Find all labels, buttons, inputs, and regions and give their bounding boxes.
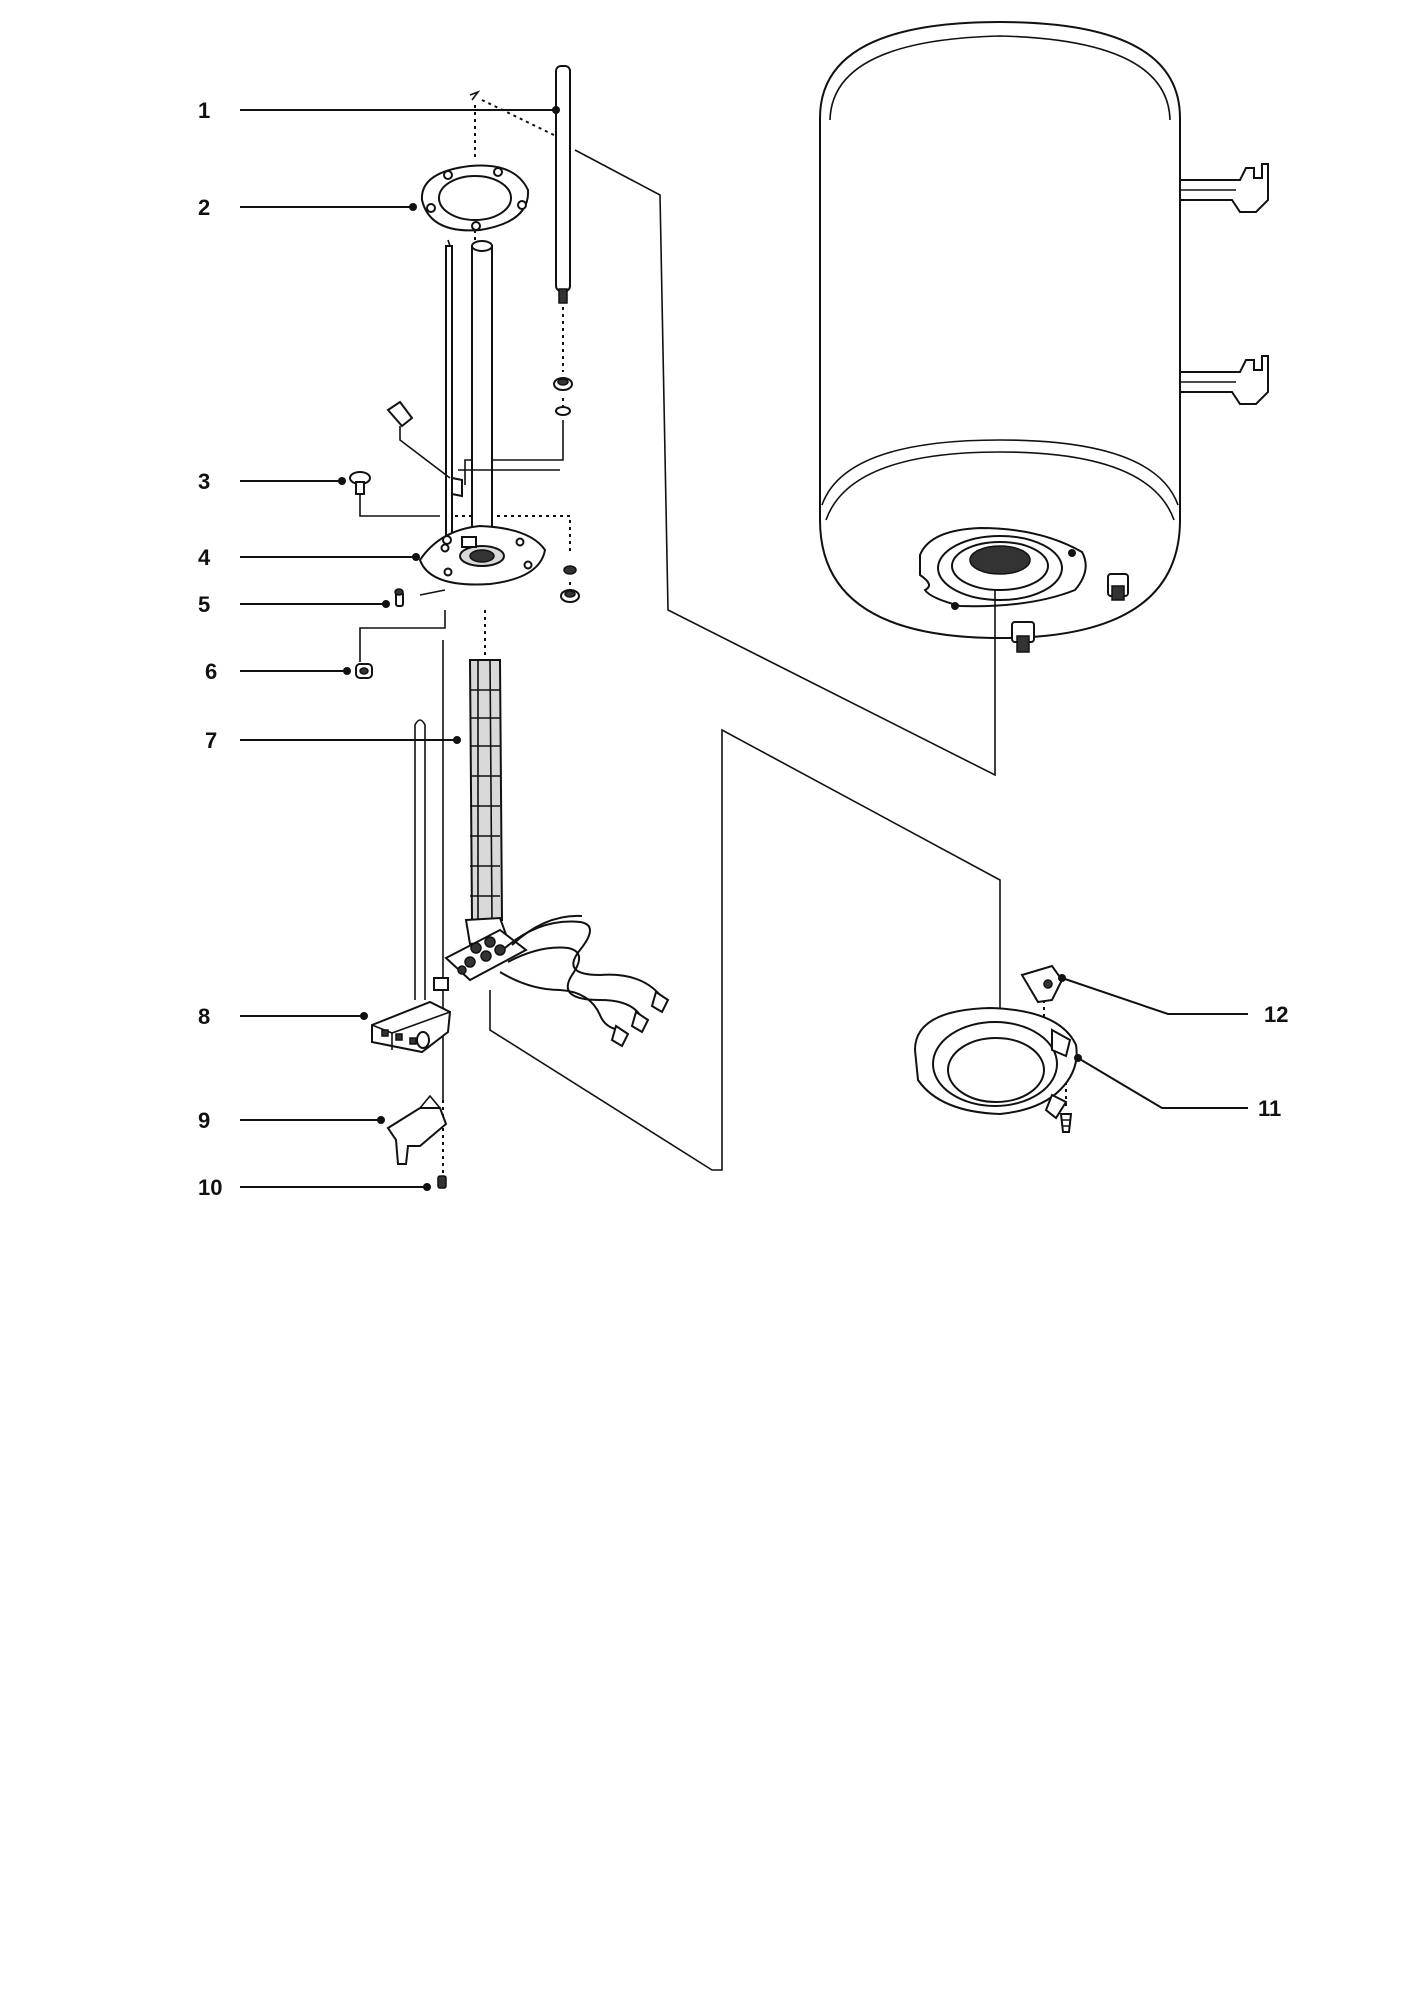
water-heater-tank xyxy=(819,20,1269,653)
part-clip-12 xyxy=(1020,964,1064,1004)
part-bracket-9 xyxy=(386,1094,448,1165)
part-heating-element xyxy=(444,659,670,1048)
part-screw-3 xyxy=(349,471,371,495)
callout-1: 1 xyxy=(198,98,210,123)
assembly-lines xyxy=(359,90,1067,1175)
part-thermostat xyxy=(371,719,452,1054)
part-clip-top xyxy=(386,400,463,498)
callout-6: 6 xyxy=(205,659,217,684)
water-connection-bottom xyxy=(1011,621,1035,653)
callout-2: 2 xyxy=(198,195,210,220)
callout-5: 5 xyxy=(198,592,210,617)
callout-11: 11 xyxy=(1258,1096,1281,1121)
water-connection-right xyxy=(1107,573,1129,601)
callout-8: 8 xyxy=(198,1004,210,1029)
leader-lines xyxy=(240,106,1248,1191)
part-nut-6 xyxy=(355,663,373,679)
callout-10: 10 xyxy=(198,1175,222,1200)
wall-bracket-upper xyxy=(1179,163,1269,213)
part-element-flange xyxy=(418,524,547,586)
part-screw-5 xyxy=(394,588,404,607)
tank-flange-opening xyxy=(919,526,1087,610)
part-protective-tube xyxy=(445,239,560,561)
part-anode-rod xyxy=(553,65,573,416)
callout-4: 4 xyxy=(198,545,211,570)
part-flange-gasket xyxy=(420,164,530,232)
part-screw-10 xyxy=(437,1175,447,1189)
callout-3: 3 xyxy=(198,469,210,494)
callout-9: 9 xyxy=(198,1108,210,1133)
callout-12: 12 xyxy=(1264,1002,1288,1027)
callout-numbers: 1 2 3 4 5 6 7 8 9 10 11 12 xyxy=(198,98,1288,1200)
callout-7: 7 xyxy=(205,728,217,753)
part-washers-right xyxy=(560,565,580,603)
part-cover xyxy=(913,1006,1078,1133)
wall-bracket-lower xyxy=(1179,355,1269,405)
